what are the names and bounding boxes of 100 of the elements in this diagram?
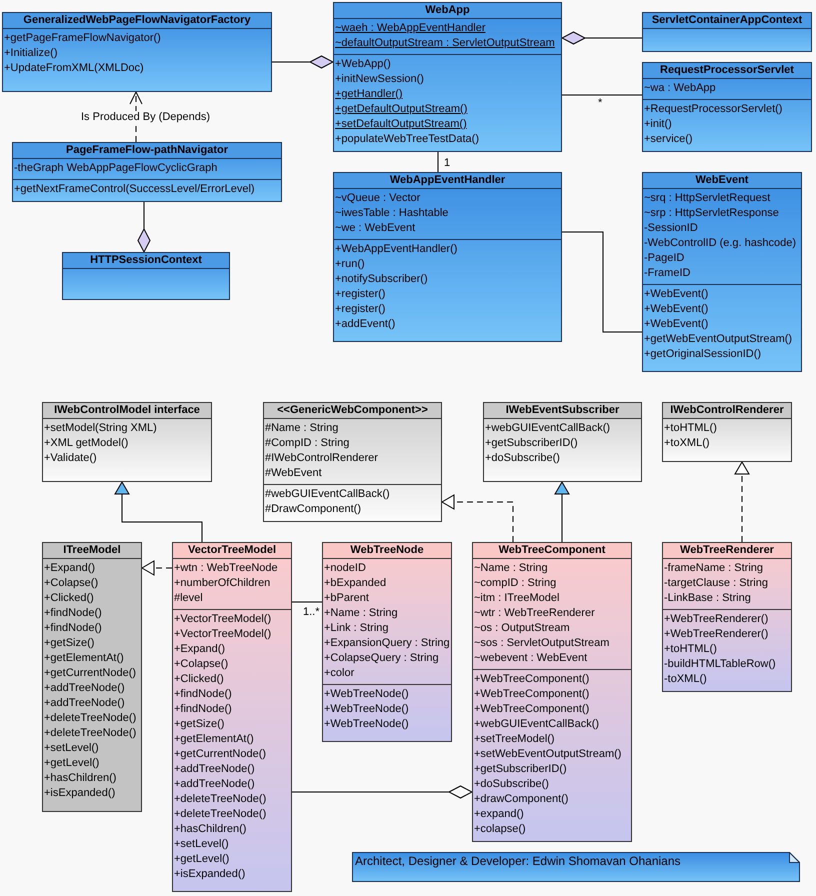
aggregation-connector (562, 32, 642, 44)
operation-text: +Clicked() (43, 591, 94, 606)
operation-text: +register() (334, 302, 386, 317)
attribute-text: +wtn : WebTreeNode (173, 561, 278, 576)
operation-text: +setWebEventOutputStream() (473, 747, 622, 762)
operation-text: +deleteTreeNode() (173, 807, 266, 822)
attribute-text: ~srq : HttpServletRequest (643, 191, 770, 206)
operation-text: +Initialize() (3, 46, 58, 61)
attribute-text: ~webevent : WebEvent (473, 651, 588, 666)
class-box (2, 12, 272, 92)
operation-text: +doSubscribe() (473, 777, 549, 792)
attribute-text: #WebEvent (264, 466, 322, 481)
operation-text: +Colapse() (173, 657, 228, 672)
operation-text: -toXML() (663, 672, 707, 687)
class-name: ServletContainerAppContext (643, 13, 811, 29)
attribute-text: #level (173, 591, 203, 606)
class-box (42, 402, 212, 482)
class-name: IWebControlModel interface (43, 403, 211, 419)
class-name: WebTreeNode (323, 543, 451, 559)
class-box (642, 172, 802, 372)
attribute-text: -SessionID (643, 221, 698, 236)
operation-text: +WebTreeRenderer() (663, 612, 768, 627)
class-box (333, 172, 562, 342)
attribute-text: -PageID (643, 251, 684, 266)
operation-text: +expand() (473, 807, 524, 822)
attribute-text: ~we : WebEvent (334, 221, 416, 236)
class-box (642, 12, 812, 52)
operation-text: +WebEvent() (643, 302, 708, 317)
aggregation-connector (272, 56, 334, 68)
attribute-text: ~waeh : WebAppEventHandler (334, 21, 486, 36)
attribute-text: -FrameID (643, 266, 690, 281)
operation-text: +Expand() (43, 561, 96, 576)
operation-text: +WebAppEventHandler() (334, 242, 458, 257)
operation-text: +toXML() (663, 436, 710, 451)
class-box (483, 402, 642, 482)
operation-text: +WebTreeNode() (323, 687, 409, 702)
aggregation-connector (138, 202, 150, 252)
attribute-text: ~srp : HttpServletResponse (643, 206, 779, 221)
attribute-text: ~wtr : WebTreeRenderer (473, 606, 595, 621)
attribute-text: -LinkBase : String (663, 591, 751, 606)
class-name: WebApp (334, 3, 561, 19)
operation-text: +hasChildren() (173, 822, 246, 837)
attribute-text: +Link : String (323, 621, 389, 636)
attribute-text: -frameName : String (663, 561, 764, 576)
generalization-arrow (554, 482, 570, 542)
operation-text: +getLevel() (43, 756, 100, 771)
operation-text: -buildHTMLTableRow() (663, 657, 776, 672)
operation-text: +addTreeNode() (173, 762, 255, 777)
operation-text: +Colapse() (43, 576, 98, 591)
attribute-text: +ColapseQuery : String (323, 651, 439, 666)
operation-text: +getOriginalSessionID() (643, 347, 762, 362)
class-box (472, 542, 632, 842)
class-box (62, 252, 230, 300)
operation-text: +addTreeNode() (43, 696, 125, 711)
operation-text: +getLevel() (173, 852, 230, 867)
attribute-text: +Name : String (323, 606, 398, 621)
attribute-text: ~os : OutputStream (473, 621, 570, 636)
operation-text: +initNewSession() (334, 72, 424, 87)
attribute-text: ~wa : WebApp (643, 81, 716, 96)
operation-text: +getDefaultOutputStream() (334, 102, 468, 117)
attribute-text: ~defaultOutputStream : ServletOutputStream (334, 36, 555, 51)
attribute-text: ~Name : String (473, 561, 548, 576)
class-name: ITreeModel (43, 543, 141, 559)
class-name: IWebControlRenderer (663, 403, 791, 419)
class-name: <<GenericWebComponent>> (264, 403, 441, 419)
operation-text: +getSubscriberID() (484, 436, 578, 451)
operation-text: +run() (334, 257, 365, 272)
aggregation-connector (292, 786, 472, 798)
operation-text: +findNode() (43, 621, 102, 636)
operation-text: +WebTreeComponent() (473, 687, 590, 702)
realization-arrow (442, 494, 514, 542)
operation-text: +populateWebTreeTestData() (334, 132, 479, 147)
operation-text: +notifySubscriber() (334, 272, 428, 287)
class-box (662, 542, 792, 692)
class-name: HTTPSessionContext (63, 253, 229, 269)
operation-text: +setDefaultOutputStream() (334, 117, 467, 132)
attribute-text: ~itm : ITreeModel (473, 591, 560, 606)
operation-text: +setLevel() (173, 837, 229, 852)
realization-arrow (734, 462, 750, 542)
operation-text: +service() (643, 132, 693, 147)
class-box (322, 542, 452, 742)
operation-text: +getPageFrameFlowNavigator() (3, 31, 161, 46)
operation-text: +register() (334, 287, 386, 302)
operation-text: +VectorTreeModel() (173, 627, 272, 642)
class-name: VectorTreeModel (173, 543, 291, 559)
class-box (662, 402, 792, 462)
operation-text: +setTreeModel() (473, 732, 555, 747)
operation-text: +getHandler() (334, 87, 403, 102)
operation-text: #DrawComponent() (264, 502, 361, 517)
class-box (12, 142, 282, 202)
operation-text: +Clicked() (173, 672, 224, 687)
attribute-text: #IWebControlRenderer (264, 451, 378, 466)
operation-text: +addTreeNode() (43, 681, 125, 696)
operation-text: +WebTreeComponent() (473, 702, 590, 717)
operation-text: +findNode() (173, 687, 232, 702)
class-name: RequestProcessorServlet (643, 63, 811, 79)
attribute-text: -targetClause : String (663, 576, 768, 591)
class-box (42, 542, 142, 812)
operation-text: +WebTreeRenderer() (663, 627, 768, 642)
attribute-text: ~compID : String (473, 576, 556, 591)
